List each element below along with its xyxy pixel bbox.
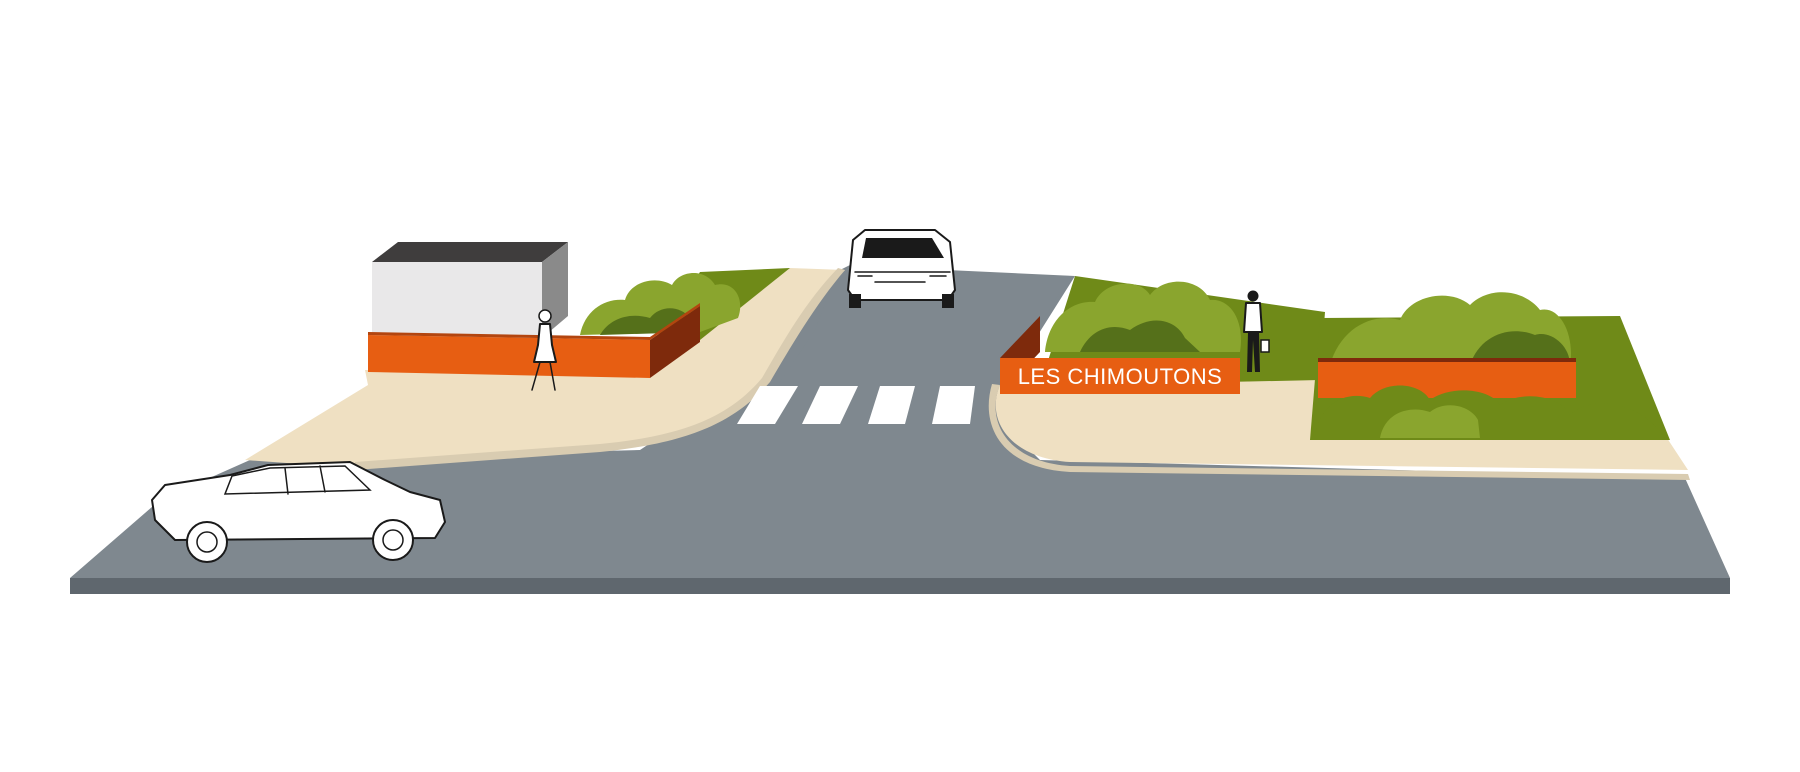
far-right-bush-dark [1470, 331, 1570, 365]
sign-planter: LES CHIMOUTONS [1000, 281, 1241, 394]
sedan-front-hub [382, 529, 404, 551]
sign-planter-bush-dark [1080, 320, 1200, 352]
hatchback-details [854, 271, 951, 283]
pedestrian-man-legs [1247, 332, 1260, 372]
left-curb [355, 268, 845, 470]
crosswalk-stripe [932, 386, 975, 424]
pedestrian-man [1243, 290, 1270, 372]
crosswalk-stripe [868, 386, 915, 424]
building [372, 242, 568, 338]
sign-wall-front [1000, 358, 1240, 394]
building-roof [372, 242, 568, 262]
crosswalk [737, 386, 975, 424]
far-right-wall-top [1318, 358, 1576, 362]
crosswalk-stripe [737, 386, 798, 424]
pedestrian-woman [531, 309, 557, 391]
pedestrian-man-body [1243, 302, 1263, 333]
left-planter [368, 272, 741, 378]
hatchback-right-tire [942, 294, 954, 308]
hatchback-car [847, 229, 956, 308]
sedan-body [151, 461, 446, 541]
sedan-rear-hub [196, 531, 218, 553]
left-planter-wall-front [368, 335, 650, 378]
left-sidewalk-surface [245, 268, 845, 468]
pedestrian-woman-legs [531, 361, 556, 391]
pedestrian-man-head [1247, 290, 1259, 302]
sedan-car [151, 461, 446, 563]
road-slab-edge [70, 578, 1730, 594]
sign-label: LES CHIMOUTONS [1018, 364, 1223, 389]
sedan-rear-wheel [186, 521, 228, 563]
far-right-front-bush-light [1380, 405, 1480, 438]
hatchback-windshield [862, 238, 944, 258]
sedan-windows [223, 465, 372, 495]
pedestrian-woman-head [538, 309, 552, 323]
left-planter-wall-side [650, 306, 700, 378]
right-curb [988, 384, 1690, 480]
building-front [372, 262, 542, 338]
crosswalk-stripe [802, 386, 858, 424]
far-right-planter [1315, 292, 1665, 438]
pedestrian-woman-body [533, 323, 557, 363]
sedan-front-wheel [372, 519, 414, 561]
hatchback-left-tire [849, 294, 861, 308]
pedestrian-man-bag [1260, 339, 1270, 353]
side-street [760, 270, 1070, 412]
